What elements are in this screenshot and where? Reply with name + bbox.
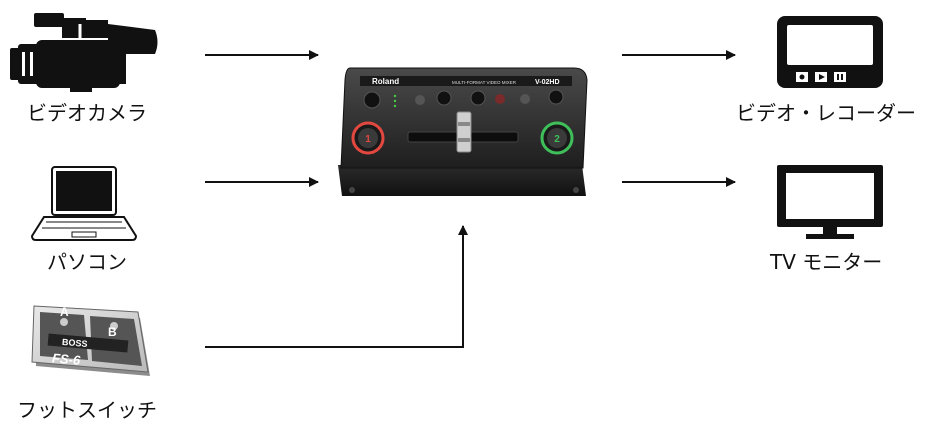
video-mixer-icon: Roland MULTI-FORMAT VIDEO MIXER V-02HD 1… (338, 67, 588, 196)
mixer-button-1: 1 (365, 134, 371, 145)
mixer-subtitle: MULTI-FORMAT VIDEO MIXER (452, 80, 517, 85)
footswitch-brand: BOSS (62, 337, 88, 349)
footswitch-model: FS-6 (51, 350, 81, 367)
arrow-footswitch-to-mixer (205, 225, 468, 348)
camera-label: ビデオカメラ (27, 101, 147, 125)
tv-label: TV モニター (770, 250, 883, 274)
mixer-brand: Roland (372, 77, 399, 86)
footswitch-label: フットスイッチ (17, 398, 157, 422)
video-camera-icon (10, 13, 158, 92)
footswitch-button-b-label: B (108, 325, 117, 339)
mixer-model: V-02HD (535, 79, 560, 86)
mixer-button-2: 2 (554, 134, 560, 145)
pc-label: パソコン (47, 250, 127, 274)
tv-monitor-icon (777, 165, 883, 239)
footswitch-icon: A B BOSS FS-6 (31, 305, 150, 376)
video-recorder-icon (777, 16, 883, 88)
footswitch-button-a-label: A (60, 305, 69, 319)
recorder-label: ビデオ・レコーダー (736, 101, 916, 125)
laptop-icon (30, 166, 138, 241)
